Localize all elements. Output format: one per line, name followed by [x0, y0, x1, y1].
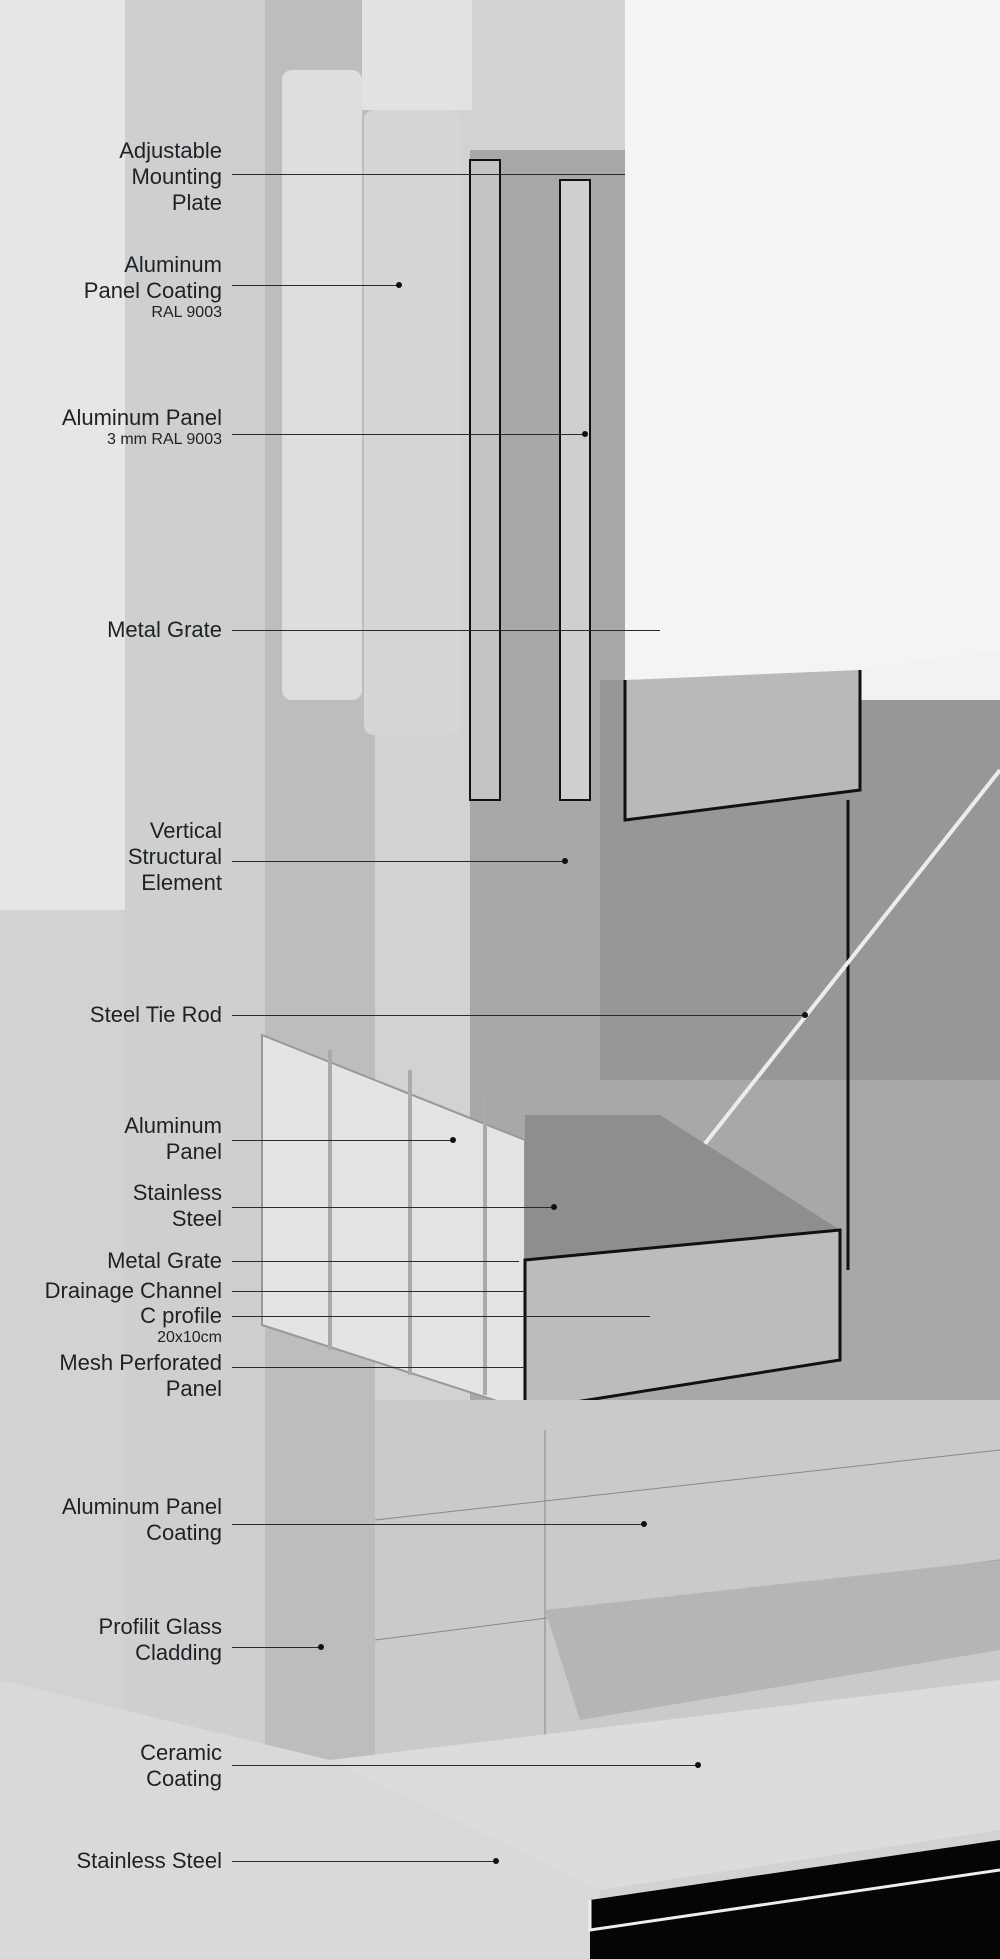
- label-line: Element: [141, 870, 222, 895]
- leader-line: [232, 1647, 321, 1648]
- leader-line: [232, 285, 399, 286]
- label-line: Aluminum Panel: [61, 1494, 222, 1519]
- leader-line: [232, 174, 625, 175]
- label-line: Cladding: [135, 1640, 222, 1665]
- label-line: Mounting: [131, 164, 222, 189]
- callout-label: Steel Tie Rod: [90, 1002, 222, 1028]
- label-line: C profile: [140, 1303, 222, 1328]
- leader-dot: [450, 1137, 456, 1143]
- leader-dot: [493, 1858, 499, 1864]
- label-line: Stainless: [132, 1180, 222, 1205]
- label-subtext: 20x10cm: [157, 1329, 222, 1346]
- leader-line: [232, 1015, 805, 1016]
- label-line: Vertical: [149, 818, 222, 843]
- leader-line: [232, 630, 660, 631]
- label-subtext: RAL 9003: [151, 304, 222, 321]
- leader-dot: [396, 282, 402, 288]
- leader-dot: [562, 858, 568, 864]
- leader-dot: [551, 1204, 557, 1210]
- label-line: Metal Grate: [107, 617, 222, 642]
- label-line: Aluminum: [124, 252, 222, 277]
- leader-dot: [641, 1521, 647, 1527]
- leader-line: [232, 1207, 554, 1208]
- leader-dot: [695, 1762, 701, 1768]
- label-line: Aluminum Panel: [61, 405, 222, 430]
- label-line: Profilit Glass: [98, 1614, 222, 1639]
- leader-line: [232, 1291, 525, 1292]
- leader-dot: [318, 1644, 324, 1650]
- label-line: Drainage Channel: [44, 1278, 222, 1303]
- label-subtext: 3 mm RAL 9003: [106, 431, 222, 448]
- leader-line: [232, 434, 585, 435]
- label-line: Adjustable: [119, 138, 222, 163]
- leader-line: [232, 1861, 496, 1862]
- label-line: Aluminum: [124, 1113, 222, 1138]
- label-line: Structural: [127, 844, 222, 869]
- callout-label: Metal Grate: [107, 1248, 222, 1274]
- leader-line: [232, 861, 565, 862]
- label-line: Metal Grate: [107, 1248, 222, 1273]
- label-line: Ceramic: [140, 1740, 222, 1765]
- leader-dot: [802, 1012, 808, 1018]
- leader-line: [232, 1140, 453, 1141]
- label-line: Plate: [171, 190, 222, 215]
- label-line: Mesh Perforated: [59, 1350, 222, 1375]
- label-line: Steel Tie Rod: [89, 1002, 222, 1027]
- callout-label: Metal Grate: [107, 617, 222, 643]
- label-line: Coating: [146, 1766, 222, 1791]
- label-line: Steel: [171, 1206, 222, 1231]
- leader-line: [232, 1367, 525, 1368]
- label-line: Coating: [146, 1520, 222, 1545]
- leader-line: [232, 1765, 698, 1766]
- leader-line: [232, 1316, 650, 1317]
- callout-label: Stainless Steel: [76, 1848, 222, 1874]
- leader-line: [232, 1524, 644, 1525]
- label-line: Stainless Steel: [76, 1848, 222, 1873]
- leader-dot: [582, 431, 588, 437]
- label-line: Panel: [165, 1139, 222, 1164]
- leader-line: [232, 1261, 519, 1262]
- label-line: Panel Coating: [83, 278, 222, 303]
- callout-label: Drainage Channel: [45, 1278, 222, 1304]
- label-line: Panel: [165, 1376, 222, 1401]
